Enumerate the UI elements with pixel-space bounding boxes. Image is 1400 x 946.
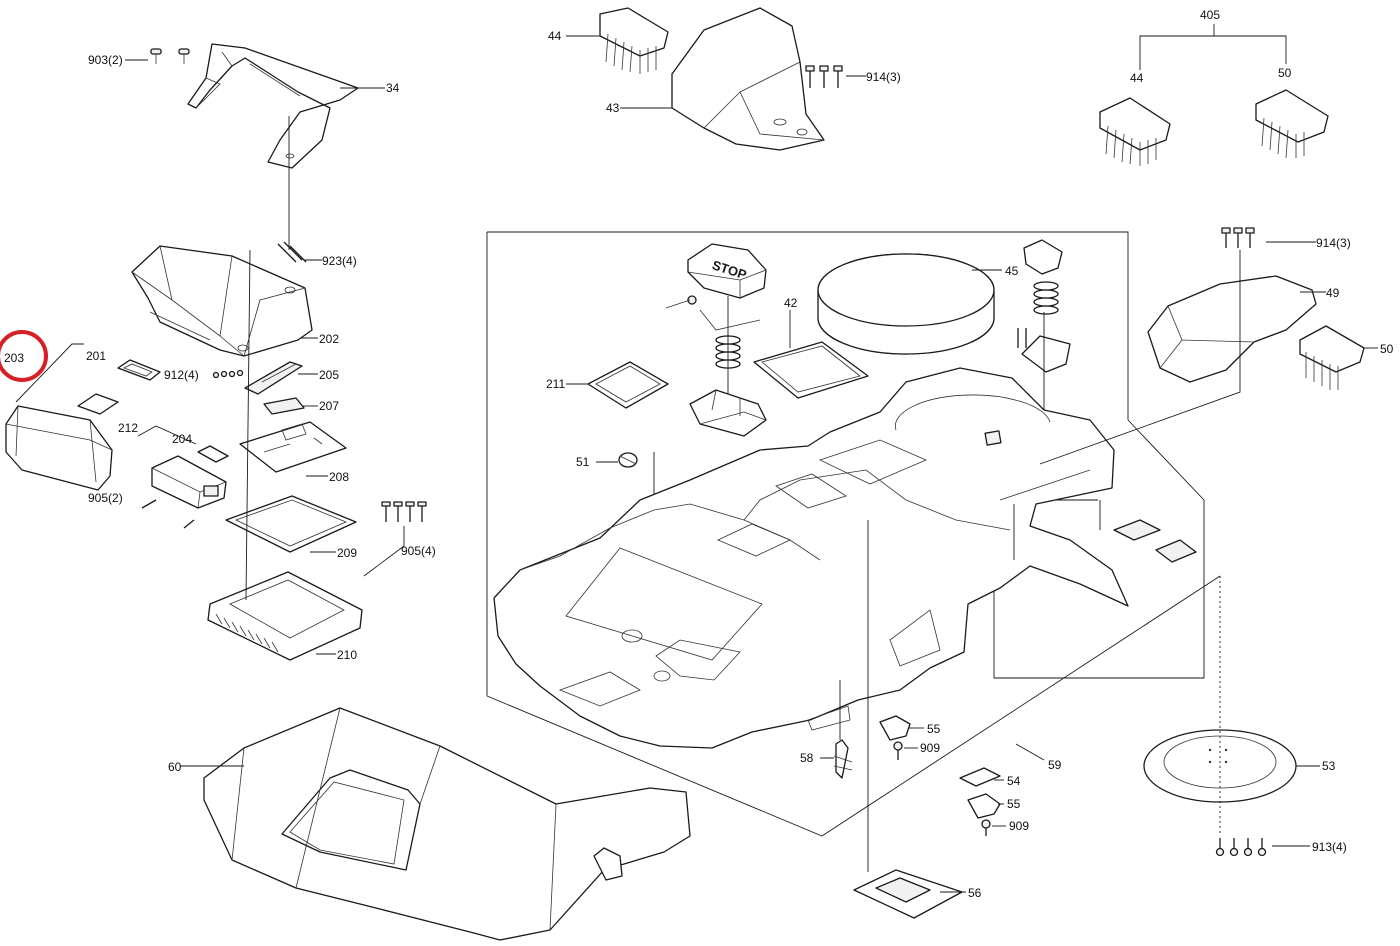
- callout-44-right: 44: [1130, 71, 1144, 85]
- part-44-brush-top: [599, 7, 669, 74]
- callout-54: 54: [1007, 774, 1021, 788]
- callout-909-lower: 909: [1009, 819, 1029, 833]
- callout-923: 923(4): [322, 254, 357, 268]
- part-913-screws: [1215, 838, 1267, 857]
- part-stop-housing: [689, 389, 767, 437]
- part-909-screw-upper: [893, 741, 903, 760]
- callout-209: 209: [337, 546, 357, 560]
- part-210-base-housing: [207, 249, 363, 661]
- callout-205: 205: [319, 368, 339, 382]
- callout-49: 49: [1326, 286, 1340, 300]
- part-49-right-cover: [1147, 275, 1317, 383]
- chassis-frame: [486, 231, 1129, 696]
- part-914-screws-top: [805, 65, 843, 88]
- callout-56: 56: [968, 886, 982, 900]
- callout-914-right: 914(3): [1316, 236, 1351, 250]
- leader-chassis-links: [1013, 500, 1101, 560]
- part-55-clip-lower: [967, 793, 1001, 819]
- callout-405: 405: [1200, 8, 1220, 22]
- part-42-pad: [753, 341, 869, 399]
- callout-909-upper: 909: [920, 741, 940, 755]
- part-50-brush-side: [1299, 325, 1365, 390]
- part-923-screws: [277, 241, 307, 263]
- callout-55-lower: 55: [1007, 797, 1021, 811]
- part-stop-button: STOP: [687, 243, 767, 299]
- chassis-frame-bottom: [486, 575, 1221, 837]
- callout-211: 211: [546, 377, 565, 391]
- part-208-circuit-board: [239, 421, 347, 473]
- callout-51: 51: [576, 455, 590, 469]
- part-43-cover: [671, 7, 825, 151]
- leader-56: [867, 520, 966, 893]
- callout-202: 202: [319, 332, 339, 346]
- callout-55-upper: 55: [927, 722, 941, 736]
- part-914-screws-right: [1221, 227, 1255, 248]
- callout-204: 204: [172, 432, 192, 446]
- leader-212-204: [137, 425, 197, 445]
- part-207-pad: [263, 397, 305, 415]
- part-45-disk: [817, 253, 995, 355]
- callout-59: 59: [1048, 758, 1062, 772]
- callout-43: 43: [606, 101, 620, 115]
- part-909-screw-lower: [981, 819, 991, 836]
- callout-42: 42: [784, 296, 798, 310]
- part-small-pads: [1113, 519, 1197, 563]
- highlight-ring: [0, 330, 48, 382]
- leader-905-4: [363, 526, 405, 577]
- callout-203: 203: [4, 351, 24, 365]
- callout-58: 58: [800, 751, 814, 765]
- callout-212: 212: [118, 421, 138, 435]
- callout-44-top: 44: [548, 29, 562, 43]
- part-202-housing: [131, 245, 313, 357]
- part-51-knob: [618, 452, 638, 468]
- callout-60: 60: [168, 760, 182, 774]
- part-912-screws: [212, 369, 244, 379]
- part-203-cable: [77, 393, 119, 415]
- part-205-connector: [244, 361, 303, 395]
- leader-59: [1015, 743, 1045, 761]
- part-34-bracket: [187, 43, 359, 169]
- part-204-seal: [197, 445, 229, 463]
- callout-208: 208: [329, 470, 349, 484]
- part-203-battery: [5, 405, 113, 491]
- callout-50-side: 50: [1380, 342, 1394, 356]
- callout-50-right: 50: [1278, 66, 1292, 80]
- part-stop-spring: [665, 295, 761, 420]
- leader-405: [1139, 24, 1287, 70]
- part-50-brush-right: [1255, 89, 1329, 159]
- part-54-plate: [959, 767, 1001, 787]
- part-903-screws: [150, 48, 190, 64]
- part-60-cover: [203, 707, 691, 941]
- part-right-button: [1017, 239, 1071, 420]
- leader-203: [15, 343, 84, 403]
- callout-913: 913(4): [1312, 840, 1347, 854]
- callout-210: 210: [337, 648, 357, 662]
- callout-914-top: 914(3): [866, 70, 901, 84]
- part-55-clip-upper: [879, 715, 911, 741]
- callout-45: 45: [1005, 264, 1019, 278]
- callout-905-4: 905(4): [401, 544, 436, 558]
- part-209-gasket: [225, 495, 357, 553]
- leader-914-to-chassis: [1039, 250, 1241, 465]
- part-201-seal: [117, 359, 161, 381]
- part-212-module: [151, 455, 227, 509]
- callout-53: 53: [1322, 759, 1336, 773]
- leader-58: [820, 680, 841, 759]
- part-44-brush-right: [1099, 97, 1171, 166]
- part-905-2-screws: [141, 499, 195, 529]
- callout-903: 903(2): [88, 53, 123, 67]
- callout-905-2: 905(2): [88, 491, 123, 505]
- callout-201: 201: [86, 349, 106, 363]
- callout-912: 912(4): [164, 368, 199, 382]
- main-chassis: [493, 367, 1129, 749]
- callout-34: 34: [386, 81, 400, 95]
- part-56-plate: [853, 869, 963, 919]
- part-211-gasket: [587, 361, 669, 409]
- part-58-clip: [833, 739, 853, 779]
- callout-207: 207: [319, 399, 339, 413]
- part-905-4-screws: [381, 501, 427, 522]
